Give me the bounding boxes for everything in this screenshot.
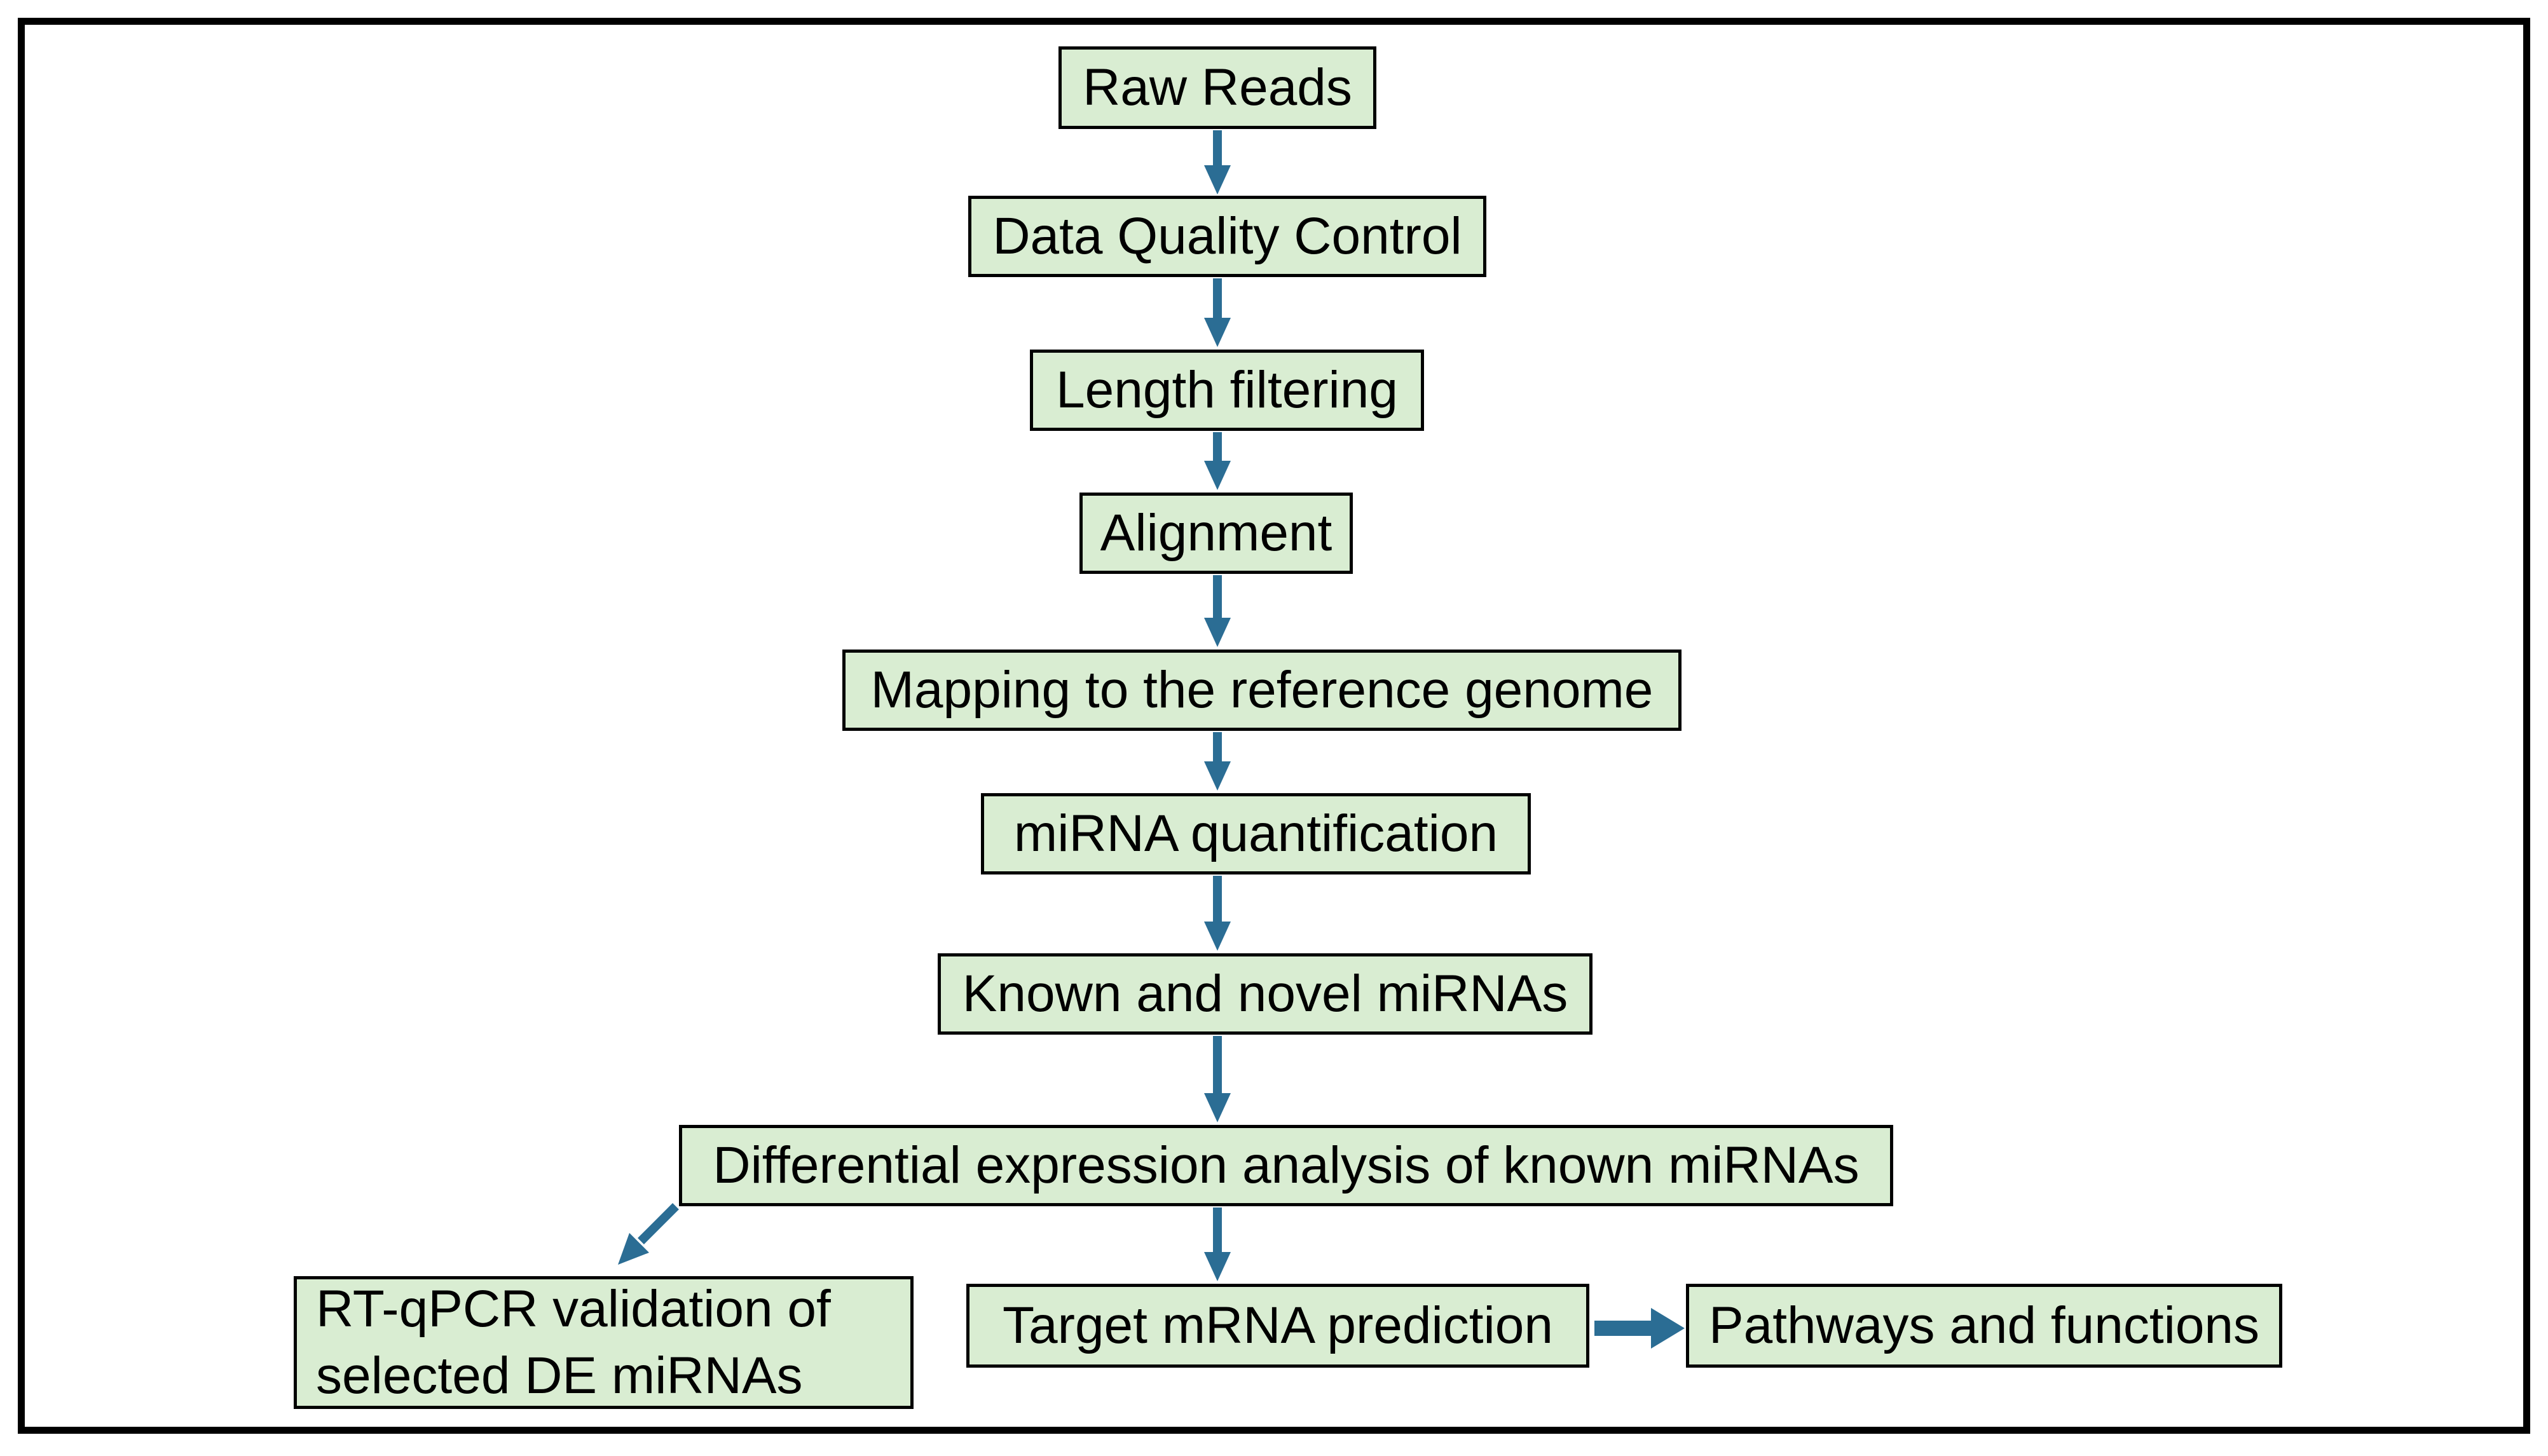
arrow-mirna-quantification-to-known-novel — [1204, 876, 1231, 951]
flow-box-mirna-quantification: miRNA quantification — [981, 793, 1531, 874]
flow-box-raw-reads: Raw Reads — [1058, 46, 1376, 129]
flow-box-rt-qpcr-validation: RT-qPCR validation of selected DE miRNAs — [294, 1276, 914, 1409]
arrow-target-mrna-to-pathways — [1594, 1308, 1685, 1349]
arrow-length-filtering-to-alignment — [1204, 432, 1231, 490]
diagram-border-frame — [18, 18, 2530, 1434]
arrow-differential-expression-to-rt-qpcr — [618, 1203, 679, 1265]
arrow-differential-expression-to-target-mrna — [1204, 1208, 1231, 1281]
arrow-mapping-to-mirna-quantification — [1204, 732, 1231, 791]
flow-box-target-mrna-prediction: Target mRNA prediction — [966, 1284, 1589, 1368]
arrow-known-novel-to-differential-expression — [1204, 1036, 1231, 1122]
arrow-alignment-to-mapping — [1204, 575, 1231, 647]
flow-box-alignment: Alignment — [1079, 493, 1353, 574]
flow-box-data-quality-control: Data Quality Control — [968, 196, 1486, 277]
arrow-raw-reads-to-data-quality-control — [1204, 130, 1231, 194]
flow-box-mapping-reference-genome: Mapping to the reference genome — [842, 650, 1682, 731]
flow-box-known-novel-mirnas: Known and novel miRNAs — [938, 953, 1592, 1035]
flow-box-length-filtering: Length filtering — [1030, 350, 1424, 431]
flow-box-pathways-functions: Pathways and functions — [1686, 1284, 2282, 1368]
flow-box-differential-expression: Differential expression analysis of know… — [679, 1125, 1893, 1206]
arrow-data-quality-control-to-length-filtering — [1204, 278, 1231, 347]
